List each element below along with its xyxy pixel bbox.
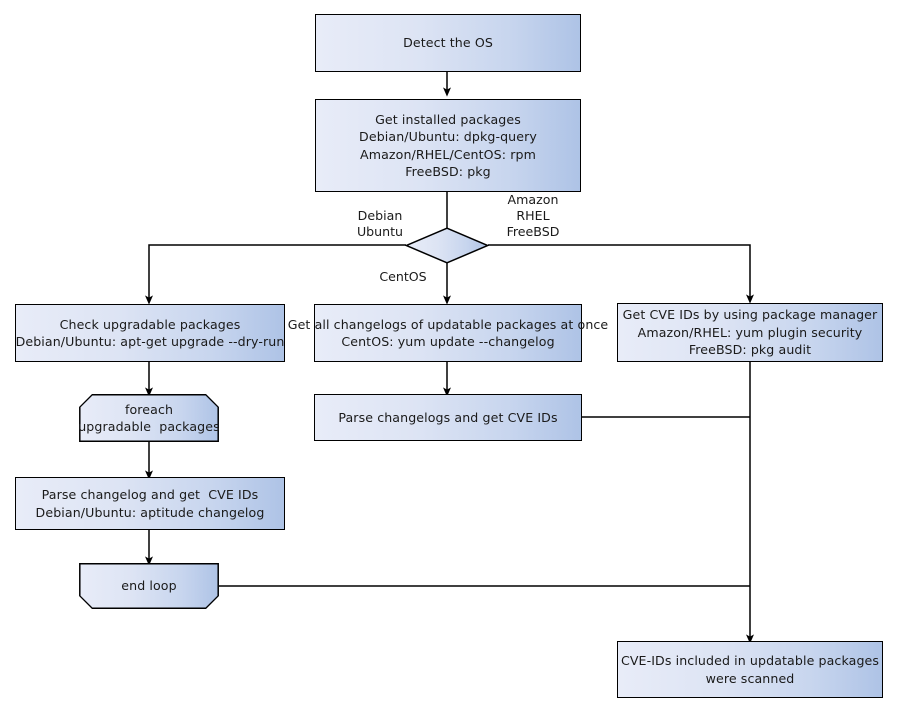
node-get-installed-packages[interactable]: Get installed packages Debian/Ubuntu: dp…: [315, 99, 581, 192]
edge-decision-to-cve-package-manager: [488, 244, 754, 304]
node-get-all-changelogs[interactable]: Get all changelogs of updatable packages…: [288, 304, 608, 362]
edge-label-debian-ubuntu: Debian Ubuntu: [356, 208, 404, 239]
node-os-decision[interactable]: [405, 227, 489, 264]
node-check-upgradable-packages[interactable]: Check upgradable packages Debian/Ubuntu:…: [15, 304, 285, 362]
node-end-loop-label: end loop: [121, 578, 177, 594]
node-get-installed-packages-label: Get installed packages Debian/Ubuntu: dp…: [359, 111, 537, 180]
node-get-cve-ids-package-manager-label: Get CVE IDs by using package manager Ama…: [622, 307, 878, 358]
node-parse-changelogs-cve-ids-label: Parse changelogs and get CVE IDs: [338, 409, 558, 425]
edge-label-amazon-rhel-freebsd: Amazon RHEL FreeBSD: [506, 192, 560, 239]
node-parse-changelog-cve-ids-label: Parse changelog and get CVE IDs Debian/U…: [35, 487, 265, 520]
node-scan-complete-label: CVE-IDs included in updatable packages w…: [620, 653, 880, 686]
node-parse-changelogs-cve-ids[interactable]: Parse changelogs and get CVE IDs: [314, 394, 582, 441]
node-detect-os[interactable]: Detect the OS: [315, 14, 581, 72]
node-foreach-loop-start-label: foreach upgradable packages: [78, 401, 220, 434]
node-parse-changelog-cve-ids[interactable]: Parse changelog and get CVE IDs Debian/U…: [15, 477, 285, 530]
node-check-upgradable-packages-label: Check upgradable packages Debian/Ubuntu:…: [15, 316, 285, 350]
node-foreach-loop-start[interactable]: foreach upgradable packages: [79, 394, 219, 442]
node-detect-os-label: Detect the OS: [403, 35, 493, 51]
node-get-all-changelogs-label: Get all changelogs of updatable packages…: [287, 316, 609, 350]
node-scan-complete[interactable]: CVE-IDs included in updatable packages w…: [617, 641, 883, 698]
decision-diamond-shape: [405, 227, 489, 264]
node-end-loop[interactable]: end loop: [79, 563, 219, 609]
node-get-cve-ids-package-manager[interactable]: Get CVE IDs by using package manager Ama…: [617, 303, 883, 362]
edge-label-centos: CentOS: [379, 269, 427, 284]
edge-decision-to-check-upgradable: [145, 244, 406, 305]
